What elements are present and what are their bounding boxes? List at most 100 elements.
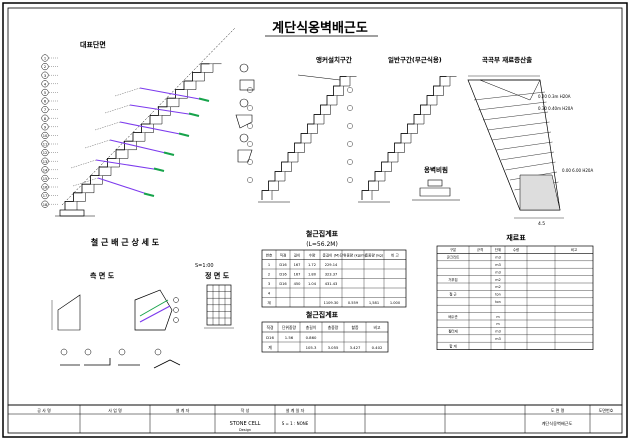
curved-section-title: 곡곡부 재료증산출 xyxy=(482,55,532,64)
rebar-table-sub: (L=56.2M) xyxy=(306,241,338,248)
rebar_table-cell: 431.43 xyxy=(325,282,338,286)
row-label: 8 xyxy=(44,117,47,121)
row-label: 12 xyxy=(43,151,48,155)
rebar_table-cell: D16 xyxy=(279,273,287,277)
anchorage-dim-line xyxy=(297,74,341,81)
title-block-cell: 작 성 xyxy=(241,407,250,413)
title-block-drawing-name: 계단식옹벽배근도 xyxy=(542,420,573,427)
row-label: 2 xyxy=(44,65,46,69)
slope-line xyxy=(61,27,236,206)
rebar_summary-header: 직경 xyxy=(267,325,274,330)
rebar_table-header: 총길이 (M) xyxy=(323,253,341,258)
front-view-title: 정 면 도 xyxy=(205,271,230,280)
rebar_summary-header: 단위중량 xyxy=(282,325,296,330)
rebar_table-cell: D16 xyxy=(279,263,287,267)
curve-note-2: 0.30 0.40m H20A xyxy=(538,106,573,111)
rebar_table-header: 번호 xyxy=(266,253,273,258)
material_table-cell: m2 xyxy=(495,285,500,289)
row-label: 4 xyxy=(44,82,47,86)
material_table-header: 구분 xyxy=(450,247,456,252)
rebar_table-cell: 3 xyxy=(268,282,270,286)
title-block-cell: 도면번호 xyxy=(599,407,614,413)
material_table-header: 비고 xyxy=(571,247,577,252)
stair-wall-anchorage xyxy=(247,76,357,203)
title-block-logo: STONE CELL xyxy=(230,421,261,427)
material_table-cell: ton xyxy=(495,293,501,297)
material_table-cell: m3 xyxy=(495,337,500,341)
material_table-cell: m2 xyxy=(495,278,500,282)
anchorage-section-title: 앵커설치구간 xyxy=(316,55,352,64)
detail-markers xyxy=(235,63,255,163)
title-block-cell: 설 계 일 자 xyxy=(286,407,305,413)
material_table-cell: 배수관 xyxy=(448,314,457,319)
rebar_table-cell: 1.04 xyxy=(308,282,317,286)
row-label: 3 xyxy=(44,74,46,78)
rebar-table-title: 철근집계표 xyxy=(306,229,339,238)
rebar_table-cell: 323.37 xyxy=(325,273,338,277)
material_table-cell: 합 계 xyxy=(449,343,456,348)
rebar_summary-cell: 계 xyxy=(268,345,272,350)
row-label: 18 xyxy=(43,203,48,207)
stair-wall-representative xyxy=(55,63,222,217)
rebar_table-header: 단위중량 (kg/m) xyxy=(340,253,367,258)
representative-section-title: 대표단면 xyxy=(80,40,106,49)
row-label: 13 xyxy=(43,160,48,164)
side-view-drawing xyxy=(51,289,179,331)
rebar_table-cell: 2 xyxy=(268,273,270,277)
row-label: 10 xyxy=(43,134,48,138)
rebar_summary-cell: D16 xyxy=(266,335,274,340)
rebar_summary-cell: 0.860 xyxy=(306,335,317,340)
material_table-cell: m3 xyxy=(495,263,500,267)
material_table-cell: 콘크리트 xyxy=(447,255,459,260)
row-label: 14 xyxy=(43,168,48,172)
rebar_table-cell: 450 xyxy=(294,282,302,286)
front-view-drawing xyxy=(204,284,234,329)
rebar_table-header: 수량 xyxy=(309,253,316,258)
rebar_table-header: 총중량 (kg) xyxy=(365,253,384,258)
wall-detail-title: 옹벽비림 xyxy=(424,165,448,174)
material_table-header: 수량 xyxy=(513,247,519,252)
wall-detail-sketch xyxy=(412,179,460,201)
material_table-header: 규격 xyxy=(477,247,483,252)
row-label: 6 xyxy=(44,100,47,104)
material_table-cell: m3 xyxy=(495,270,500,274)
title-block-cell: 설 계 자 xyxy=(176,407,190,413)
curve-note-1: 0.20 0.3m H20A xyxy=(538,94,571,99)
rebar_summary-header: 총중량 xyxy=(328,325,339,330)
material_table-header: 단위 xyxy=(495,247,501,252)
curved-section-drawing xyxy=(467,75,564,219)
rebar_summary-header: 비고 xyxy=(374,325,381,330)
row-label: 16 xyxy=(43,186,48,190)
rebar_table-cell: 1109.30 xyxy=(324,301,340,305)
material_table-cell: 거푸집 xyxy=(448,277,457,282)
title-block-cell: 도 면 명 xyxy=(551,407,565,413)
title-block-logo-sub: Design xyxy=(239,428,251,432)
material_table-cell: m xyxy=(496,322,500,326)
rebar_summary-header: 할증 xyxy=(352,325,359,330)
material_table-cell: m xyxy=(496,315,500,319)
material_table-cell: ton xyxy=(495,300,501,304)
rebar_summary-cell: 3.427 xyxy=(350,345,361,350)
rebar_table-cell: 167 xyxy=(294,263,301,267)
scale-label: S=1:00 xyxy=(195,263,214,269)
curve-note-3: 0.00 6.00 H20A xyxy=(562,168,593,173)
rebar_table-cell: 1,581 xyxy=(369,301,379,305)
rebar_table-header: 직경 xyxy=(280,253,287,258)
rebar_table-cell: 0.559 xyxy=(348,301,359,305)
material-table-title: 재료표 xyxy=(506,233,526,242)
row-label: 15 xyxy=(43,177,48,181)
material_table-cell: m3 xyxy=(495,256,500,260)
row-label: 1 xyxy=(44,57,46,61)
rebar-detail-title: 철 근 배 근 상 세 도 xyxy=(91,237,160,247)
rebar_summary-cell: 105.3 xyxy=(306,345,317,350)
stair-wall-general xyxy=(347,76,457,203)
anchor-rebars xyxy=(70,87,210,197)
bar-shape-sketches xyxy=(60,348,181,369)
rebar_table-cell: 167 xyxy=(294,273,301,277)
general-section-title: 일반구간(무근식용) xyxy=(388,55,442,64)
